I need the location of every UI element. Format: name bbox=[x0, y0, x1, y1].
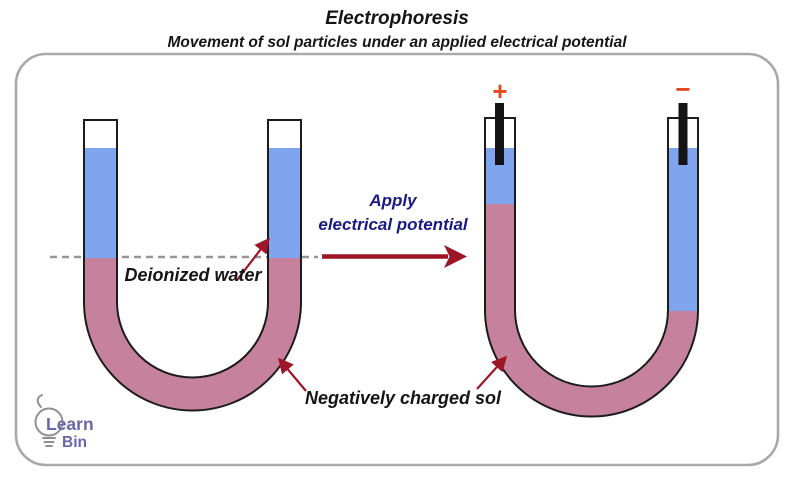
water-left-arm-before bbox=[84, 148, 117, 258]
lightbulb-sprout bbox=[36, 394, 43, 408]
utube-before-outline bbox=[83, 119, 302, 412]
deionized-water-pointer bbox=[236, 237, 270, 281]
apply-potential-label-line1: Apply bbox=[368, 191, 418, 210]
sol-pointer-left bbox=[278, 357, 307, 392]
header: Electrophoresis Movement of sol particle… bbox=[0, 7, 794, 52]
logo-text-learn: Learn bbox=[46, 414, 94, 434]
arrow-head bbox=[444, 245, 467, 268]
sol-label: Negatively charged sol bbox=[305, 388, 502, 408]
learnbin-logo: Learn Bin bbox=[34, 394, 94, 451]
utube-before bbox=[83, 119, 302, 412]
utube-after-outline bbox=[484, 117, 699, 418]
logo-text-bin: Bin bbox=[62, 434, 87, 451]
apply-potential-arrow bbox=[322, 245, 467, 268]
page-subtitle: Movement of sol particles under an appli… bbox=[167, 33, 627, 51]
deionized-water-label: Deionized water bbox=[124, 265, 262, 285]
page-title: Electrophoresis bbox=[325, 8, 469, 29]
lightbulb-base bbox=[42, 437, 56, 447]
utube-after: + − bbox=[484, 74, 699, 418]
water-right-arm-before bbox=[268, 148, 301, 258]
sol-pointer-right bbox=[476, 355, 508, 390]
sol-before bbox=[84, 258, 301, 411]
lightbulb-icon bbox=[34, 407, 64, 437]
panel-border bbox=[14, 52, 780, 467]
water-right-arm-after bbox=[668, 148, 698, 312]
utube-after-glass bbox=[485, 118, 698, 417]
sol-after bbox=[485, 204, 698, 417]
negative-electrode-rod bbox=[678, 103, 688, 165]
minus-sign: − bbox=[675, 74, 690, 104]
plus-sign: + bbox=[492, 76, 507, 106]
positive-electrode-rod bbox=[495, 103, 504, 165]
apply-potential-label-line2: electrical potential bbox=[318, 215, 469, 234]
